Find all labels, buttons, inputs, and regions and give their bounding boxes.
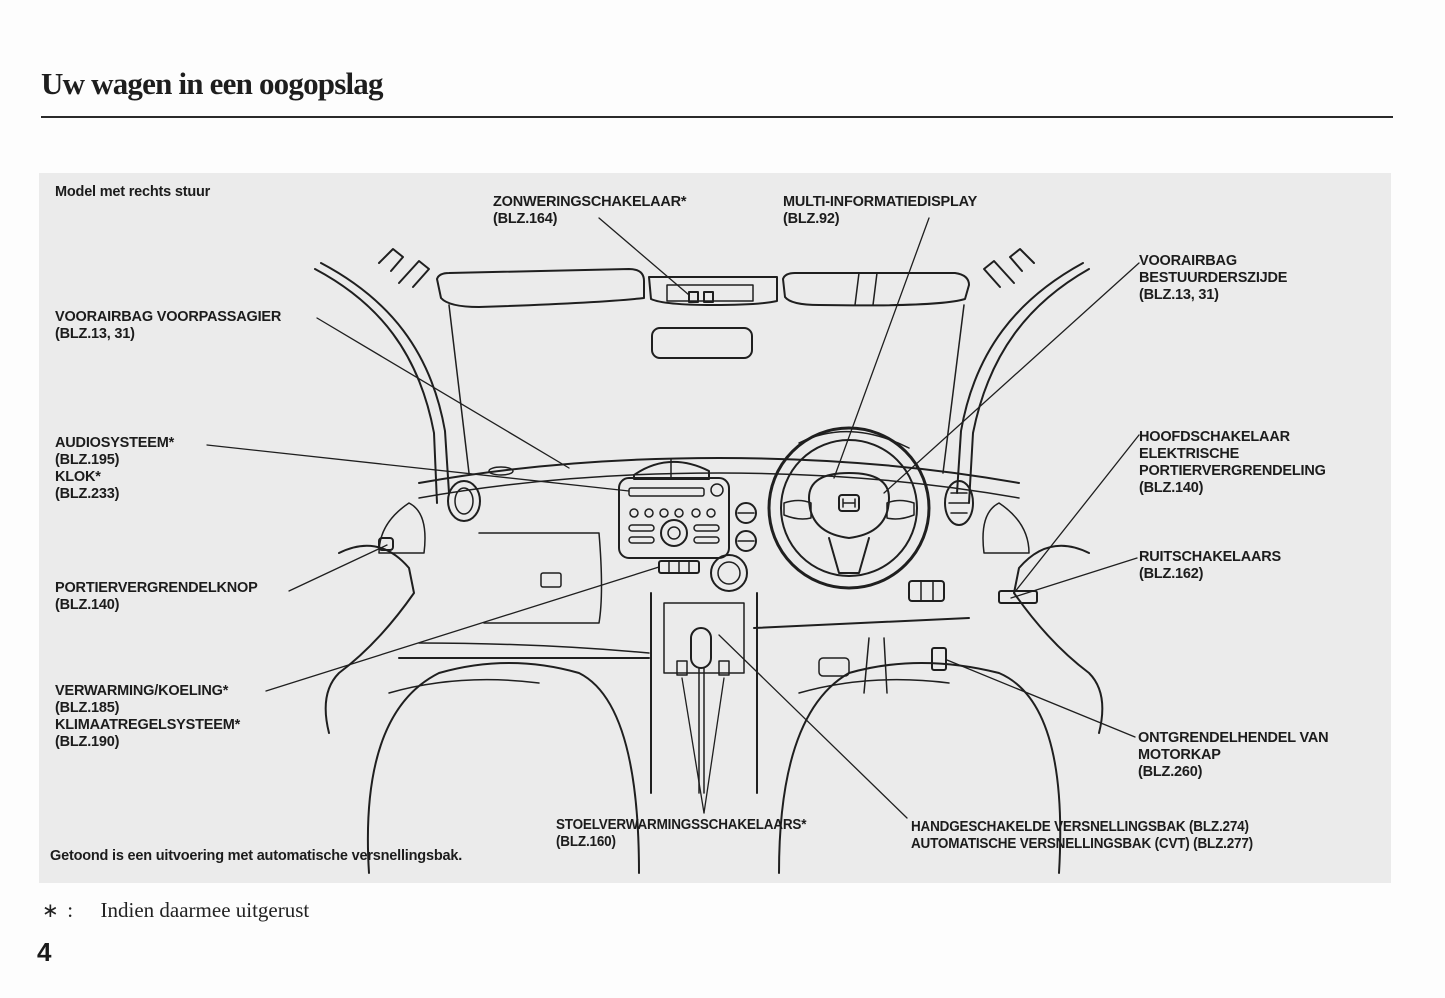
footnote-text: Indien daarmee uitgerust	[100, 898, 310, 922]
sunshade-switch	[688, 291, 699, 303]
callout-seat-heater-switches: STOELVERWARMINGSSCHAKELAARS* (BLZ.160)	[556, 817, 807, 850]
callout-passenger-airbag: VOORAIRBAG VOORPASSAGIER (BLZ.13, 31)	[55, 309, 282, 342]
callout-transmission: HANDGESCHAKELDE VERSNELLINGSBAK (BLZ.274…	[911, 819, 1253, 852]
title-divider	[41, 116, 1393, 118]
callout-leaders	[206, 217, 1140, 819]
audio-unit	[618, 477, 730, 559]
seat-heater-switch-left	[676, 660, 688, 676]
right-seat	[778, 662, 1062, 874]
dashboard-diagram: Model met rechts stuur ZONWERINGSCHAKELA…	[39, 173, 1391, 883]
left-a-pillar	[314, 268, 438, 504]
left-air-vent	[447, 480, 481, 522]
callout-window-switches: RUITSCHAKELAARS (BLZ.162)	[1139, 549, 1282, 582]
right-sun-visor	[782, 272, 970, 307]
callout-driver-airbag: VOORAIRBAG BESTUURDERSZIJDE (BLZ.13, 31)	[1139, 253, 1288, 303]
callout-master-door-lock: HOOFDSCHAKELAAR ELEKTRISCHE PORTIERVERGR…	[1139, 429, 1326, 496]
callout-audio-clock: AUDIOSYSTEEM* (BLZ.195) KLOK* (BLZ.233)	[55, 435, 175, 502]
hood-release-lever	[931, 647, 947, 671]
steering-wheel-airbag	[808, 472, 890, 539]
rear-view-mirror	[651, 327, 753, 359]
model-note: Model met rechts stuur	[55, 184, 211, 200]
footnote: ∗ : Indien daarmee uitgerust	[42, 898, 309, 923]
footnote-separator: :	[67, 898, 74, 922]
left-door-panel	[324, 544, 415, 734]
steering-wheel	[767, 426, 931, 590]
asterisk-symbol: ∗	[42, 898, 59, 922]
overhead-console	[648, 276, 778, 306]
honda-logo	[838, 494, 860, 512]
right-a-pillar	[968, 268, 1090, 504]
callout-sunshade-switch: ZONWERINGSCHAKELAAR* (BLZ.164)	[493, 194, 687, 227]
gear-shift	[690, 627, 712, 669]
callout-hood-release: ONTGRENDELHENDEL VAN MOTORKAP (BLZ.260)	[1138, 730, 1329, 780]
callout-door-lock-knob: PORTIERVERGRENDELKNOP (BLZ.140)	[55, 580, 258, 613]
power-window-switches	[998, 590, 1038, 604]
center-air-vent	[633, 461, 710, 480]
callout-heating-climate: VERWARMING/KOELING* (BLZ.185) KLIMAATREG…	[55, 683, 241, 750]
page-title: Uw wagen in een oogopslag	[41, 66, 384, 101]
car-interior-illustration	[206, 217, 1140, 874]
left-seat	[366, 662, 640, 874]
left-sun-visor	[436, 268, 645, 308]
seat-heater-switch-right	[718, 660, 730, 676]
callout-multi-info-display: MULTI-INFORMATIEDISPLAY (BLZ.92)	[783, 194, 978, 227]
door-lock-knob	[378, 537, 394, 551]
diagram-caption: Getoond is een uitvoering met automatisc…	[50, 848, 463, 864]
center-console	[650, 592, 758, 794]
dashboard-top	[418, 457, 1020, 484]
page-number: 4	[37, 937, 52, 967]
